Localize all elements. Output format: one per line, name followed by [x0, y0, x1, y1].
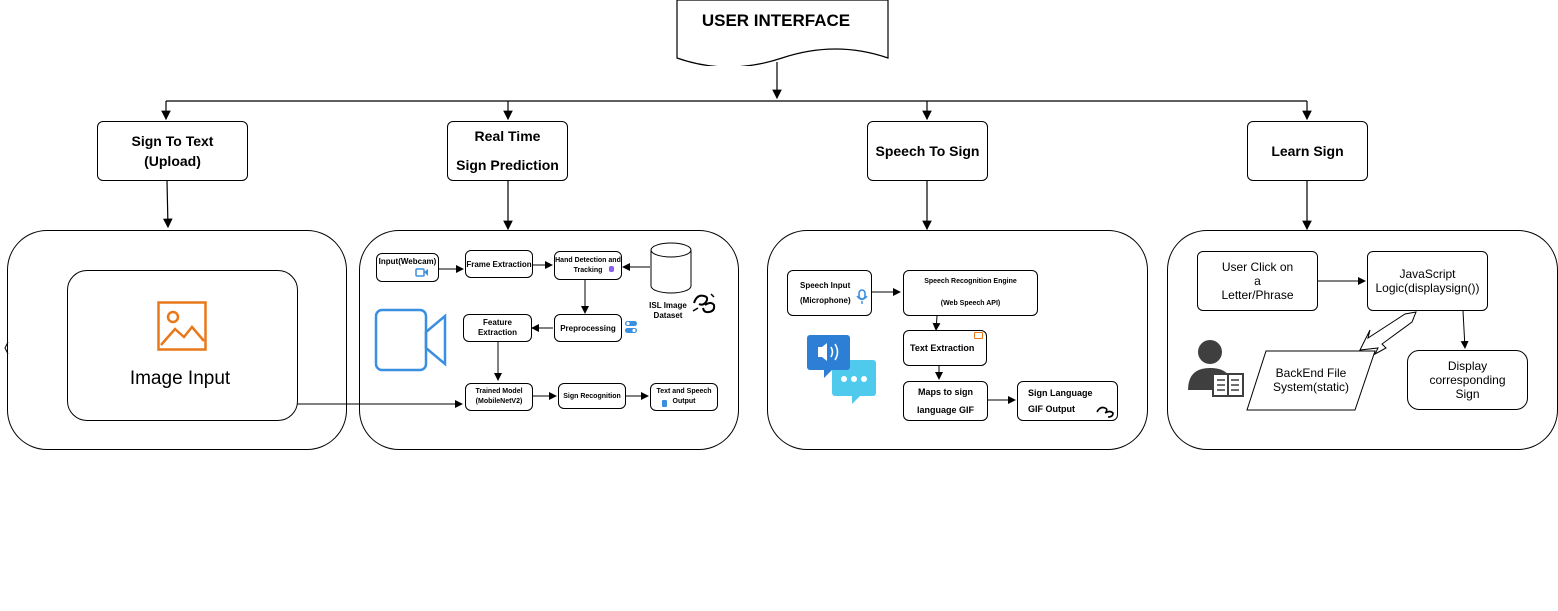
database-icon: [650, 242, 692, 294]
trained-model-line2: (MobileNetV2): [475, 398, 523, 405]
feature-extraction-line1: Feature: [483, 318, 512, 327]
text-speech-output-line2: Output: [672, 398, 696, 405]
text-speech-output-line1: Text and Speech: [656, 388, 712, 395]
trained-model-box[interactable]: Trained Model (MobileNetV2): [465, 383, 533, 411]
user-reading-icon: [1188, 340, 1244, 397]
recognition-engine-box[interactable]: Speech Recognition Engine (Web Speech AP…: [903, 270, 1038, 316]
hand-detection-line2: Tracking: [573, 266, 603, 274]
panel-speech-to-sign: [767, 230, 1148, 450]
backend-line2: System(static): [1272, 380, 1349, 394]
recognition-engine-line1: Speech Recognition Engine: [924, 278, 1017, 285]
input-webcam-label: Input(Webcam): [378, 257, 437, 266]
backend-label[interactable]: BackEnd File System(static): [1256, 366, 1366, 394]
module-real-time-line1: Real Time: [474, 128, 541, 144]
speech-input-line1: Speech Input: [800, 281, 851, 290]
speech-input-box[interactable]: Speech Input (Microphone): [787, 270, 872, 316]
toggle-icon: [625, 321, 637, 333]
text-speech-output-box[interactable]: Text and Speech Output: [650, 383, 718, 411]
webcam-icon: [415, 268, 428, 277]
hand-detection-line1: Hand Detection and: [555, 256, 621, 264]
video-camera-icon: [374, 308, 447, 372]
sign-hand-icon: [1096, 406, 1114, 418]
dataset-line1: ISL Image: [649, 301, 687, 310]
maps-gif-line2: language GIF: [916, 405, 974, 415]
module-sign-to-text-line2: (Upload): [144, 153, 201, 169]
js-logic-line1: JavaScript: [1399, 267, 1456, 281]
speech-bubbles-icon: [807, 335, 876, 404]
page-title: USER INTERFACE: [701, 11, 851, 30]
user-click-line2: a: [1254, 274, 1261, 288]
backend-line1: BackEnd File: [1275, 366, 1347, 380]
display-line1: Display: [1447, 359, 1488, 373]
maps-gif-line1: Maps to sign: [917, 387, 973, 397]
text-extraction-box[interactable]: Text Extraction: [903, 330, 987, 366]
sign-recognition-box[interactable]: Sign Recognition: [558, 383, 626, 409]
feature-extraction-line2: Extraction: [477, 328, 518, 337]
gif-output-box[interactable]: Sign Language GIF Output: [1017, 381, 1118, 421]
module-speech-to-sign[interactable]: Speech To Sign: [867, 121, 988, 181]
user-click-line3: Letter/Phrase: [1221, 288, 1294, 302]
gif-output-line2: GIF Output: [1028, 404, 1075, 414]
module-sign-to-text-line1: Sign To Text: [131, 133, 214, 149]
sign-language-icon: [692, 293, 716, 314]
dataset-line2: Dataset: [653, 311, 683, 320]
bidirectional-arrow: [1359, 311, 1417, 356]
feature-extraction-box[interactable]: Feature Extraction: [463, 314, 532, 342]
js-logic-line2: Logic(displaysign()): [1375, 281, 1480, 295]
frame-extraction-box[interactable]: Frame Extraction: [465, 250, 533, 278]
hand-tag-icon: [609, 266, 614, 272]
user-click-box[interactable]: User Click on a Letter/Phrase: [1197, 251, 1318, 311]
module-sign-to-text[interactable]: Sign To Text (Upload): [97, 121, 248, 181]
module-learn-sign[interactable]: Learn Sign: [1247, 121, 1368, 181]
display-sign-box[interactable]: Display corresponding Sign: [1407, 350, 1528, 410]
panel-real-time: [359, 230, 739, 450]
module-real-time[interactable]: Real Time Sign Prediction: [447, 121, 568, 181]
image-input-box[interactable]: [67, 270, 298, 421]
backend-parallelogram: [1246, 350, 1376, 411]
user-click-line1: User Click on: [1221, 260, 1294, 274]
speech-input-line2: (Microphone): [800, 296, 851, 305]
display-line3: Sign: [1455, 387, 1480, 401]
hand-detection-box[interactable]: Hand Detection and Tracking: [554, 251, 622, 280]
microphone-icon: [856, 289, 868, 304]
title-document-shape: [676, 0, 889, 66]
image-input-label: Image Input: [129, 368, 231, 389]
output-device-icon: [662, 400, 667, 407]
dataset-label: ISL Image Dataset: [640, 301, 696, 321]
recognition-engine-line2: (Web Speech API): [940, 300, 1001, 307]
module-real-time-line2: Sign Prediction: [456, 157, 559, 173]
text-extraction-icon: [974, 332, 983, 339]
image-icon: [157, 301, 207, 351]
input-webcam-box[interactable]: Input(Webcam): [376, 253, 439, 282]
preprocessing-box[interactable]: Preprocessing: [554, 314, 622, 342]
display-line2: corresponding: [1429, 373, 1506, 387]
maps-gif-box[interactable]: Maps to sign language GIF: [903, 381, 988, 421]
js-logic-box[interactable]: JavaScript Logic(displaysign()): [1367, 251, 1488, 311]
trained-model-line1: Trained Model: [475, 388, 523, 395]
gif-output-line1: Sign Language: [1028, 388, 1093, 398]
panel-sign-to-text: [7, 230, 347, 450]
